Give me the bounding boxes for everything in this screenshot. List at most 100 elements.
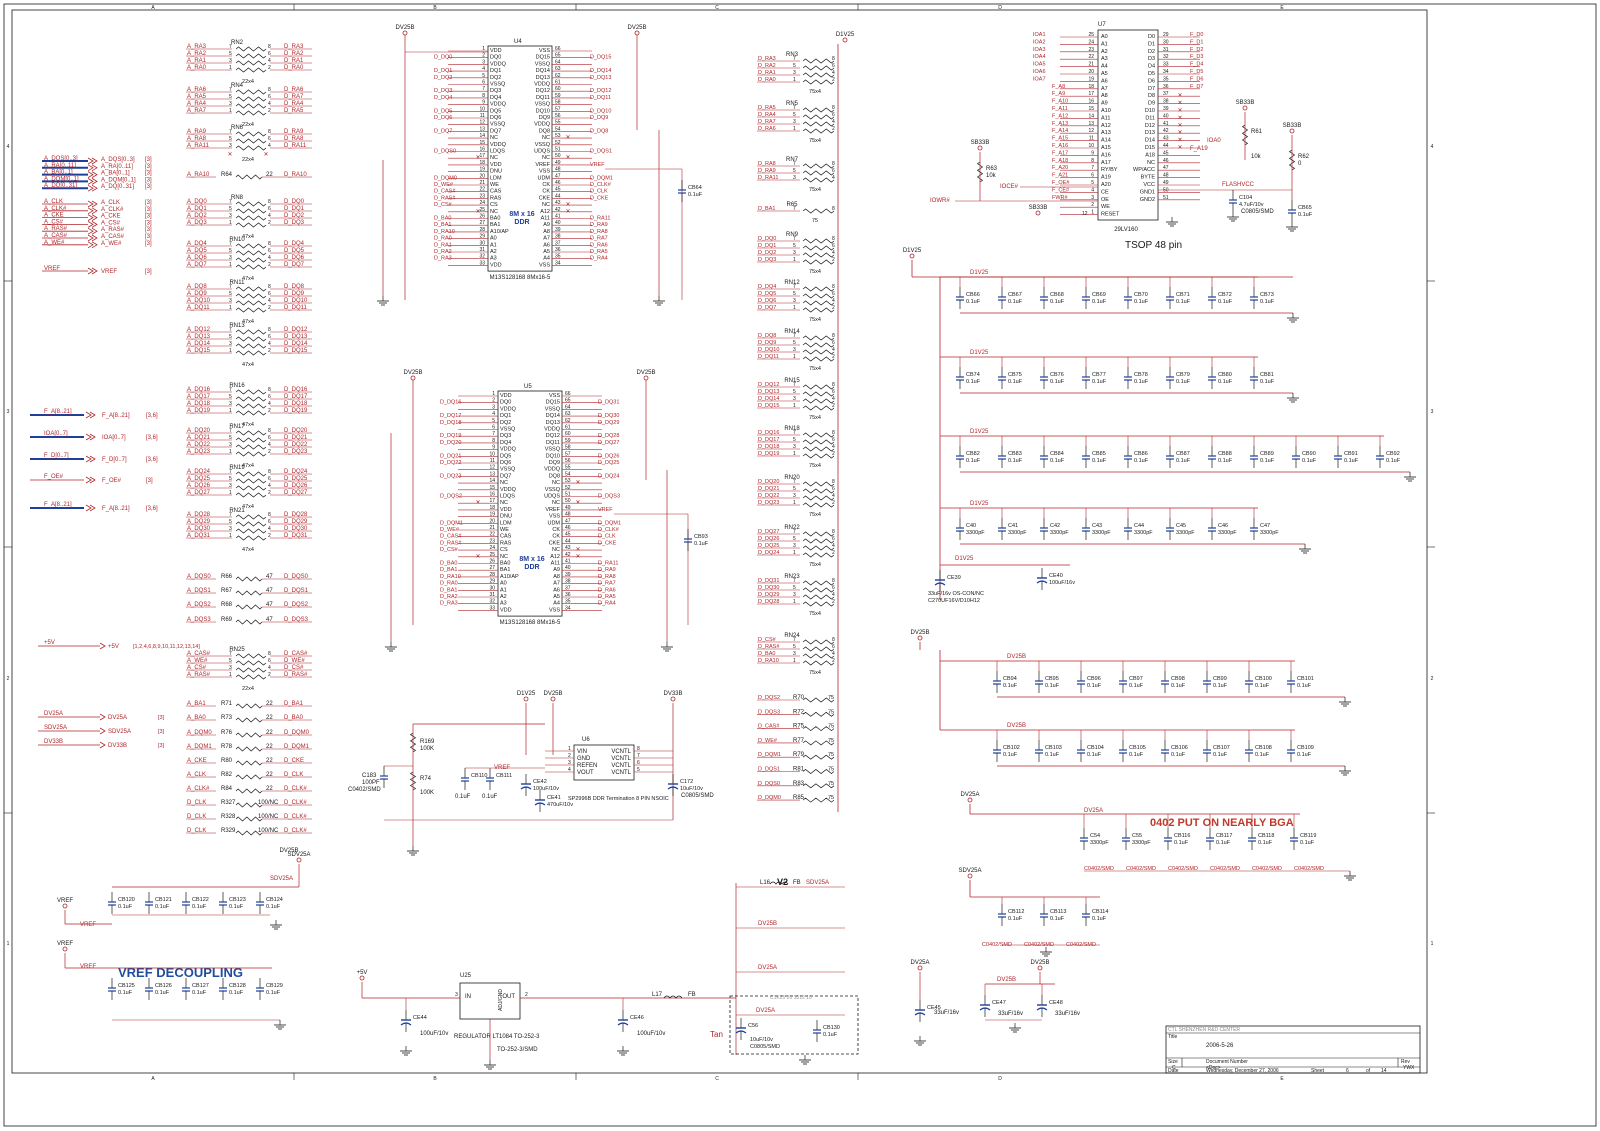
vref-cap: CB122 (192, 897, 209, 903)
bus-port: F_OE# (102, 478, 122, 484)
chip-pin-left: A1 (490, 242, 497, 248)
chip-pin-left: DQ7 (500, 473, 511, 479)
ddr-net: D_RA7 (598, 581, 616, 587)
pin-number: 6 (268, 658, 271, 664)
flash-net: F_A8 (1052, 84, 1065, 90)
pin-number: 8 (832, 206, 835, 212)
power-port-icon (1035, 210, 1041, 216)
pin-number: 41 (555, 214, 561, 220)
pin-number: 60 (565, 431, 571, 437)
term-network-ref: RN9 (786, 232, 799, 238)
r-output-net: D_CLK# (284, 814, 307, 820)
offpage-arrow-icon (99, 727, 106, 735)
pin-number: 47 (1163, 165, 1169, 171)
cap-value: 0.1uF (1255, 752, 1270, 758)
rev-label: Rev (1401, 1059, 1410, 1065)
chip-pin-left: DQ1 (500, 413, 511, 419)
offpage-arrow-icon (87, 184, 98, 192)
chip-pin-left: A3 (1101, 56, 1108, 62)
pin-number: 3 (793, 444, 796, 450)
pin-number: 6 (268, 248, 271, 254)
ddr-net: D_RA4 (598, 601, 616, 607)
border-row-label: 4 (1431, 144, 1434, 150)
offpage-arrow-icon (87, 164, 98, 172)
ddr-net: D_CKE (598, 540, 617, 546)
cb110: CB110 (471, 773, 487, 779)
decoupling-cap: C44 (1134, 523, 1144, 529)
flash-net: F_A18 (1052, 158, 1068, 164)
resistor-element (802, 128, 835, 134)
term-network-ref: RN12 (784, 280, 800, 286)
resistor-element (235, 444, 267, 450)
term-network-value: 75x4 (809, 463, 821, 469)
cap-value: 0.1uF (118, 904, 133, 910)
rn-output-net: D_RA7 (284, 94, 304, 100)
resistor-element (235, 717, 263, 723)
ground-icon (1344, 871, 1356, 881)
cap-value: 0.1uF (1260, 458, 1275, 464)
decoupling-cap: CB77 (1092, 372, 1106, 378)
pin-number: 6 (268, 435, 271, 441)
decoupling-cap: CB87 (1176, 451, 1190, 457)
vref-port: VREF (101, 269, 117, 275)
left-net-sheet-ref: [3] (145, 227, 152, 233)
pin-number: 8 (492, 438, 495, 444)
pin-number: 4 (832, 493, 835, 499)
rn-output-net: D_DQ22 (284, 442, 308, 448)
term-net: D_DQ13 (758, 389, 779, 395)
pin-number: 6 (268, 51, 271, 57)
ddr-net: D_CS# (434, 202, 453, 208)
u7-body (1097, 29, 1159, 221)
ddr-net: D_DQ11 (590, 95, 611, 101)
resistor-element (802, 245, 835, 251)
ground-icon (1286, 222, 1298, 232)
term-net: D_DQ23 (758, 500, 779, 506)
decoupling-cap: CB74 (966, 372, 980, 378)
power-port: +5V (108, 644, 119, 650)
pin-number: 4 (832, 119, 835, 125)
ground-icon (377, 296, 389, 306)
chip-pin-right: VCC (1143, 182, 1155, 188)
bus-net-name: F_D[0..7] (44, 453, 69, 459)
cap-value: 0.1uF (1008, 458, 1023, 464)
chip-pin-right: NC (1147, 160, 1155, 166)
pin-number: 6 (268, 519, 271, 525)
power-port-icon (523, 696, 529, 702)
pin-number: 24 (479, 200, 485, 206)
flash-net: F_A11 (1052, 106, 1068, 112)
resistor-element (235, 257, 267, 263)
flash-net: IOA3 (1033, 47, 1046, 53)
pin-number: 28 (489, 572, 495, 578)
resistor-network-ref: RN16 (229, 383, 245, 389)
pin-number: 66 (555, 46, 561, 52)
pin-number: 5 (793, 112, 796, 118)
term-net: D_DQ4 (758, 284, 776, 290)
ddr-net: D_DQ2 (434, 75, 452, 81)
chip-pin-right: DQ12 (546, 433, 560, 439)
ddr-net: D_RAS# (434, 195, 456, 201)
cap-value: 0.1uF (966, 379, 981, 385)
pin-number: 7 (793, 105, 796, 111)
chip-core-label: DDR (524, 564, 539, 571)
pin-number: 7 (229, 651, 232, 657)
term-net: D_RA0 (758, 77, 776, 83)
v2-dashed-box (729, 995, 859, 1055)
decoupling-cap: CB102 (1003, 745, 1020, 751)
u4-rail-left: DV25B (395, 25, 414, 31)
pin-number: 2 (268, 490, 271, 496)
pin-number: 22 (479, 187, 485, 193)
pin-number: 5 (229, 206, 232, 212)
pin-number: 5 (793, 644, 796, 650)
chip-pin-left: A2 (490, 249, 497, 255)
no-connect-icon: ✕ (475, 209, 480, 215)
term-network-value: 75x4 (809, 670, 821, 676)
rn-input-net: A_RA2 (187, 51, 207, 57)
chip-pin-left: DQ5 (490, 108, 501, 114)
cap-value: 0.1uF (1260, 379, 1275, 385)
chip-pin-right: A6 (553, 587, 560, 593)
pin-number: 50 (565, 498, 571, 504)
pin-number: 41 (1163, 121, 1169, 127)
pin-number: 7 (793, 56, 796, 62)
pin-number: 3 (492, 404, 495, 410)
bus-port: F_A[8..21] (102, 413, 130, 419)
